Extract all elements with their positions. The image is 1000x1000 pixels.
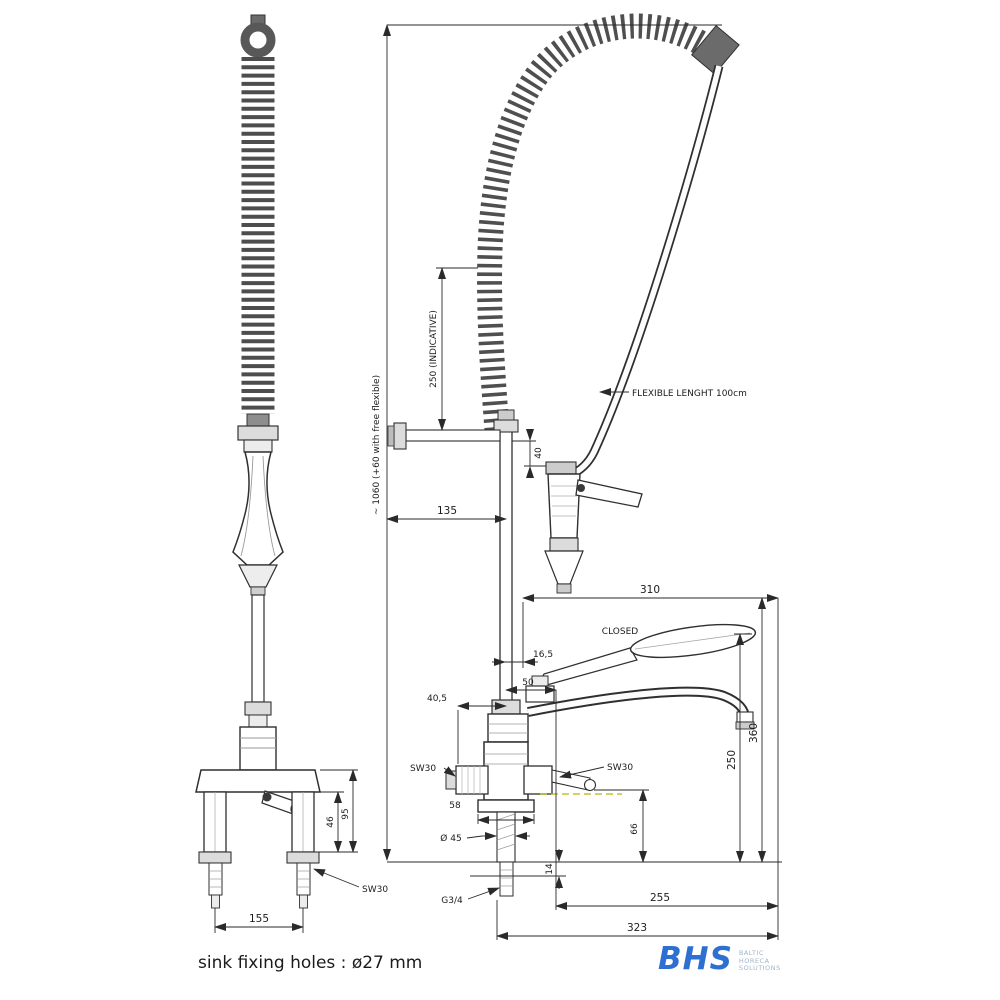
- right-view-assembly: [387, 13, 757, 897]
- spout-fill: [527, 688, 748, 719]
- dim-66-label: 66: [630, 823, 640, 835]
- spray-lever: [575, 479, 643, 508]
- mixer-column: [239, 726, 277, 771]
- left-view-dimension-lines: [214, 769, 360, 933]
- riser-top-nipple: [497, 409, 515, 421]
- spout-outlet: [736, 711, 754, 723]
- dim-40-label: 40: [534, 447, 544, 459]
- lever-pivot: [262, 792, 272, 802]
- dim-360-label: 360: [748, 723, 760, 743]
- leg-nut-left: [198, 851, 232, 864]
- bhs-logo-text: BHS: [658, 941, 733, 977]
- dim-310-label: 310: [640, 584, 660, 596]
- handle-shading: [634, 632, 751, 650]
- swivel-nut: [237, 425, 279, 441]
- bhs-logo: BHS BALTIC HORECA SOLUTIONS: [658, 942, 781, 976]
- dim-46-label: 46: [326, 816, 336, 828]
- left-view-pre-rinse-unit: [195, 14, 321, 909]
- spray-valve-body: [232, 451, 284, 566]
- spring-end-fitting: [246, 413, 270, 427]
- side-lever-knob: [583, 778, 597, 792]
- flexible-tube-fill: [568, 65, 722, 478]
- base-flange: [477, 799, 535, 813]
- thread-line: [496, 823, 516, 831]
- hose-top-connector: [691, 24, 740, 75]
- right-view-dimension-lines: [383, 24, 782, 940]
- spray-tip: [250, 586, 266, 596]
- dim-323-label: 323: [627, 922, 647, 934]
- sw30-left-view-label: SW30: [362, 885, 388, 895]
- coupling-nut: [244, 701, 272, 716]
- thread-line: [496, 843, 516, 851]
- bhs-logo-subtext: BALTIC HORECA SOLUTIONS: [738, 949, 781, 973]
- support-arm-flange: [393, 422, 407, 450]
- deck-bracket: [195, 769, 321, 793]
- logo-line-baltic: BALTIC: [738, 949, 764, 957]
- coupling-collar: [248, 714, 268, 728]
- sw30-right-label: SW30: [607, 763, 633, 773]
- sw30-left-label: SW30: [410, 764, 436, 774]
- dim-95-label: 95: [341, 808, 351, 819]
- valve-shading: [240, 455, 254, 557]
- dim-58-label: 58: [449, 801, 461, 811]
- logo-line-horeca: HORECA: [738, 956, 770, 965]
- swing-spout: [527, 686, 755, 730]
- logo-line-solutions: SOLUTIONS: [738, 964, 781, 972]
- hanger-roller-icon: [240, 22, 276, 58]
- dim-16-5-label: 16,5: [533, 650, 553, 660]
- stud-tip-right: [299, 894, 308, 909]
- flexible-length-label: FLEXIBLE LENGHT 100cm: [632, 389, 747, 399]
- closed-label: CLOSED: [602, 627, 638, 637]
- clinical-elbow-handle: [534, 623, 757, 689]
- spray-nozzle-cone: [544, 550, 584, 585]
- sink-fixing-note: sink fixing holes : ø27 mm: [198, 953, 423, 973]
- handle-cartridge-dome: [525, 685, 555, 703]
- side-port-right: [523, 765, 553, 795]
- drop-tube: [251, 594, 265, 703]
- spray-gun: [544, 461, 643, 594]
- dim-250-label: 250: [726, 750, 738, 770]
- leg-nut-right: [286, 851, 320, 864]
- coil-length-label: 250 (INDICATIVE): [429, 310, 439, 388]
- swivel-collar: [243, 439, 273, 453]
- riser-coupling-nut: [491, 699, 521, 715]
- thread-label: G3/4: [441, 896, 463, 906]
- upper-body: [487, 713, 529, 743]
- spray-lever-pivot: [577, 484, 585, 492]
- riser-tube-fill: [500, 430, 512, 702]
- dim-leg-spacing-label: 155: [249, 913, 269, 925]
- spray-cone: [238, 564, 278, 588]
- coiled-hose: [477, 13, 722, 431]
- dim-50-label: 50: [522, 678, 534, 688]
- thread-line: [496, 833, 516, 841]
- shank-stud: [499, 861, 514, 897]
- gun-inlet-nut: [545, 461, 577, 475]
- main-body: [483, 741, 529, 801]
- valve-shading: [262, 455, 276, 557]
- side-port-left: [455, 765, 489, 795]
- dim-135-label: 135: [437, 505, 457, 517]
- spray-nozzle-tip: [556, 583, 572, 594]
- overall-height-label: ~ 1060 (+60 with free flexible): [372, 375, 382, 515]
- support-arm: [405, 429, 501, 442]
- dim-40-5-label: 40,5: [427, 694, 447, 704]
- flexible-tube: [568, 64, 724, 480]
- gun-collar: [549, 537, 579, 552]
- dim-14-label: 14: [545, 863, 555, 875]
- stud-tip-left: [211, 894, 220, 909]
- support-arm-cap: [387, 425, 395, 447]
- dim-255-label: 255: [650, 892, 670, 904]
- port-collar-left: [445, 770, 457, 790]
- dim-dia45-label: Ø 45: [440, 833, 461, 844]
